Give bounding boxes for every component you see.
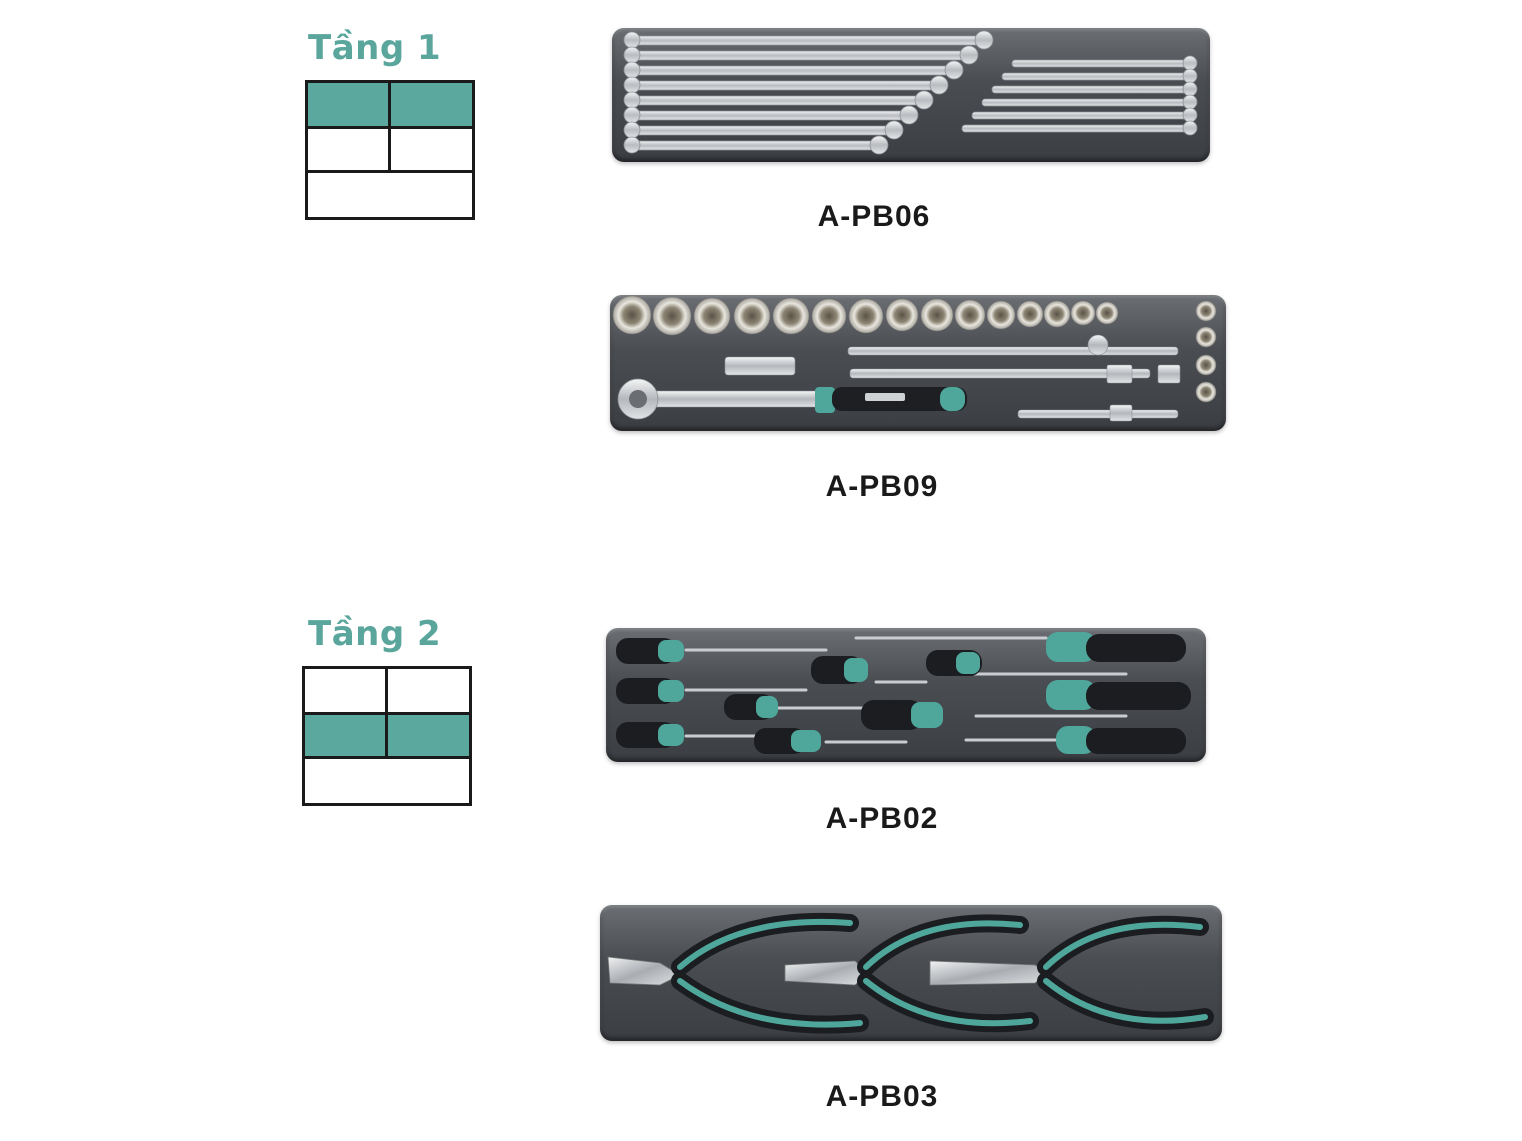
- tray-a-pb02-screwdrivers: [606, 628, 1206, 762]
- tier-2-cell-top-right: [388, 669, 469, 715]
- wrench-set-icon: [623, 30, 1198, 155]
- tray-code-a-pb03: A-PB03: [825, 1080, 939, 1113]
- screwdriver-set-icon: [616, 632, 1191, 754]
- tier-1-diagram: [305, 80, 475, 220]
- tray-a-pb03-pliers: [600, 905, 1222, 1041]
- tier-2-cell-middle-left: [305, 715, 388, 759]
- tier-2-title: Tầng 2: [308, 614, 442, 654]
- tier-2-cell-bottom: [305, 759, 469, 803]
- tray-a-pb06-wrenches: [612, 28, 1210, 162]
- tier-1-cell-bottom: [308, 173, 472, 217]
- tier-1-cell-top-right: [391, 83, 472, 129]
- tier-1-title: Tầng 1: [308, 28, 442, 68]
- tray-code-a-pb06: A-PB06: [817, 200, 931, 233]
- socket-set-icon: [612, 295, 1217, 422]
- tier-2-cell-middle-right: [388, 715, 469, 759]
- tier-1-cell-middle-right: [391, 129, 472, 173]
- pliers-set-icon: [607, 912, 1214, 1034]
- tray-code-a-pb09: A-PB09: [825, 470, 939, 503]
- tray-code-a-pb02: A-PB02: [825, 802, 939, 835]
- tray-a-pb09-sockets: [610, 295, 1226, 431]
- tier-1-cell-middle-left: [308, 129, 391, 173]
- tier-1-cell-top-left: [308, 83, 391, 129]
- tier-2-cell-top-left: [305, 669, 388, 715]
- tier-2-diagram: [302, 666, 472, 806]
